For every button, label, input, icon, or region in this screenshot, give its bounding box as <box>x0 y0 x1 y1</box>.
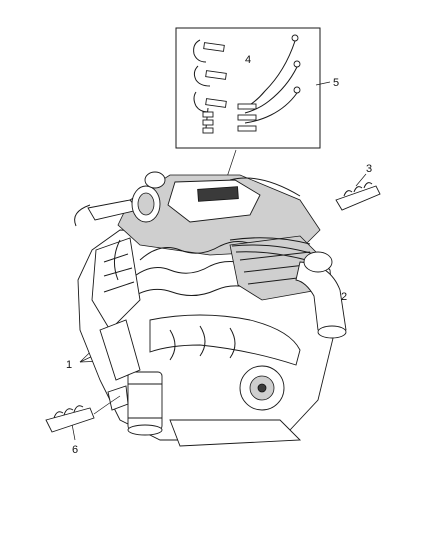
loose-plug-wires <box>193 39 227 134</box>
callout-labels: 1 2 3 4 5 6 <box>66 54 372 456</box>
callout-5: 5 <box>333 77 339 89</box>
callout-3: 3 <box>366 163 372 175</box>
wire-retainer-lower <box>45 395 121 433</box>
wire-set-inset <box>175 27 321 149</box>
callout-6: 6 <box>72 444 78 456</box>
wire-retainer-upper <box>335 182 381 211</box>
bundled-plug-wires <box>237 34 301 132</box>
callout-4: 4 <box>245 54 251 66</box>
callout-2: 2 <box>341 291 347 303</box>
engine-assembly <box>74 171 347 447</box>
callout-1: 1 <box>66 359 72 371</box>
